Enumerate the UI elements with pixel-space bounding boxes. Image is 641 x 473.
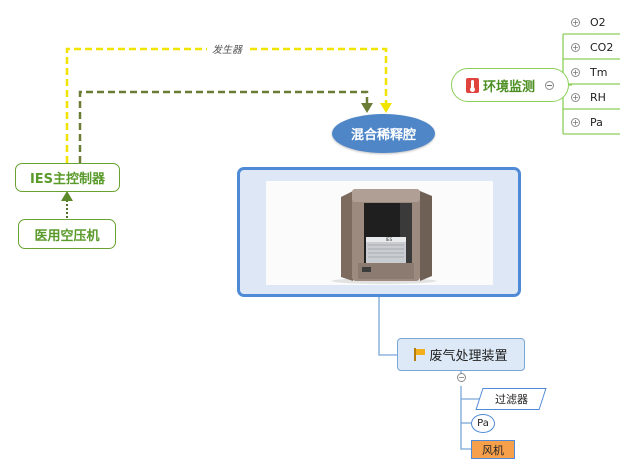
sensor-rh: RH <box>590 91 606 104</box>
thermometer-icon <box>465 77 479 93</box>
fan-label: 风机 <box>482 443 504 457</box>
pa-sensor-label: Pa <box>477 418 489 429</box>
expand-icon[interactable]: + <box>571 68 580 77</box>
waste-gas-device-label: 废气处理装置 <box>429 349 508 364</box>
filter-label: 过滤器 <box>494 393 528 406</box>
medical-compressor-node[interactable]: 医用空压机 <box>18 219 116 249</box>
collapse-icon[interactable]: − <box>457 373 466 382</box>
waste-branch-tree <box>460 386 471 450</box>
env-monitor-node[interactable]: 环境监测 − <box>451 68 569 102</box>
compressor-link-arrow <box>61 191 73 201</box>
sensor-pa: Pa <box>590 116 603 129</box>
waste-gas-device-node[interactable]: 废气处理装置 <box>397 338 525 371</box>
collapse-icon[interactable]: − <box>545 80 554 90</box>
mixing-chamber-label: 混合稀释腔 <box>350 128 416 143</box>
expand-icon[interactable]: + <box>571 93 580 102</box>
generator-link-line <box>65 47 388 163</box>
flag-icon <box>414 348 426 361</box>
filter-node[interactable]: 过滤器 <box>475 388 547 410</box>
expand-icon[interactable]: + <box>571 18 580 27</box>
ies-controller-node[interactable]: IES主控制器 <box>15 163 120 192</box>
device-photo: IES <box>266 181 493 285</box>
sensor-o2: O2 <box>590 16 606 29</box>
expand-icon[interactable]: + <box>571 43 580 52</box>
expand-icon[interactable]: + <box>571 118 580 127</box>
controller-link-arrow <box>361 103 373 113</box>
sensor-tm: Tm <box>590 66 608 79</box>
env-monitor-label: 环境监测 <box>482 79 535 95</box>
generator-link-label: 发生器 <box>212 44 243 56</box>
device-to-waste-line <box>378 297 397 356</box>
generator-link-arrow <box>380 103 392 113</box>
medical-compressor-label: 医用空压机 <box>34 228 100 244</box>
fan-node[interactable]: 风机 <box>471 440 515 459</box>
ies-controller-label: IES主控制器 <box>29 172 106 187</box>
mixing-chamber-node[interactable]: 混合稀释腔 <box>332 114 435 153</box>
sensor-co2: CO2 <box>590 41 614 54</box>
chamber-device-icon: IES <box>332 189 436 284</box>
controller-link-line <box>78 90 369 163</box>
device-front-label: IES <box>386 237 393 242</box>
pa-sensor-node[interactable]: Pa <box>471 414 495 433</box>
device-image-frame[interactable]: IES <box>237 167 521 297</box>
